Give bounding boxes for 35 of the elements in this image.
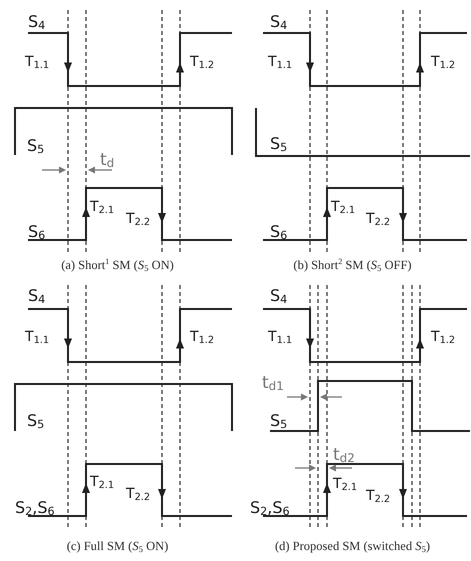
transition-label: T$_{2.1}$ <box>90 475 114 491</box>
panel-caption: (b) Short$^{2}$ SM (S$_{5}$ OFF) <box>292 258 413 273</box>
signal-label: S$_{2}$,S$_{6}$ <box>250 500 290 518</box>
transition-label: T$_{1.1}$ <box>268 55 292 71</box>
signal-label: S$_{6}$ <box>270 224 288 242</box>
transition-label: T$_{1.1}$ <box>25 330 50 346</box>
delay-label: t$_{d2}$ <box>333 447 355 465</box>
transition-label: T$_{2.2}$ <box>126 212 150 228</box>
signal-label: S$_{4}$ <box>28 14 46 32</box>
transition-label: T$_{2.1}$ <box>331 200 356 216</box>
signal-label: S$_{5}$ <box>270 136 288 154</box>
signal-label: S$_{2}$,S$_{6}$ <box>15 500 55 518</box>
transition-label: T$_{1.2}$ <box>431 330 456 346</box>
signal-label: S$_{4}$ <box>270 14 288 32</box>
transition-label: T$_{2.1}$ <box>333 477 358 493</box>
transition-label: T$_{1.2}$ <box>190 55 214 71</box>
panel-caption: (c) Full SM (S$_{5}$ ON) <box>66 540 170 554</box>
panel-caption: (d) Proposed SM (switched S$_{5}$) <box>274 540 432 554</box>
signal-label: S$_{4}$ <box>28 288 46 306</box>
signal-label: S$_{5}$ <box>270 413 288 430</box>
signal-label: S$_{5}$ <box>27 138 44 156</box>
transition-label: T$_{2.2}$ <box>366 212 390 228</box>
transition-label: T$_{1.2}$ <box>190 330 214 346</box>
transition-label: T$_{1.2}$ <box>431 55 456 71</box>
transition-label: T$_{2.1}$ <box>90 200 114 216</box>
delay-label: t$_{d}$ <box>100 152 114 170</box>
signal-label: S$_{4}$ <box>270 288 288 306</box>
transition-label: T$_{1.1}$ <box>268 330 292 346</box>
panel-caption: (a) Short$^{1}$ SM (S$_{5}$ ON) <box>60 258 175 273</box>
delay-label: t$_{d1}$ <box>262 375 284 393</box>
signal-label: S$_{5}$ <box>27 413 44 430</box>
transition-label: T$_{1.1}$ <box>25 55 50 71</box>
transition-label: T$_{2.2}$ <box>366 489 390 505</box>
transition-label: T$_{2.2}$ <box>126 487 150 503</box>
signal-label: S$_{6}$ <box>28 224 46 242</box>
